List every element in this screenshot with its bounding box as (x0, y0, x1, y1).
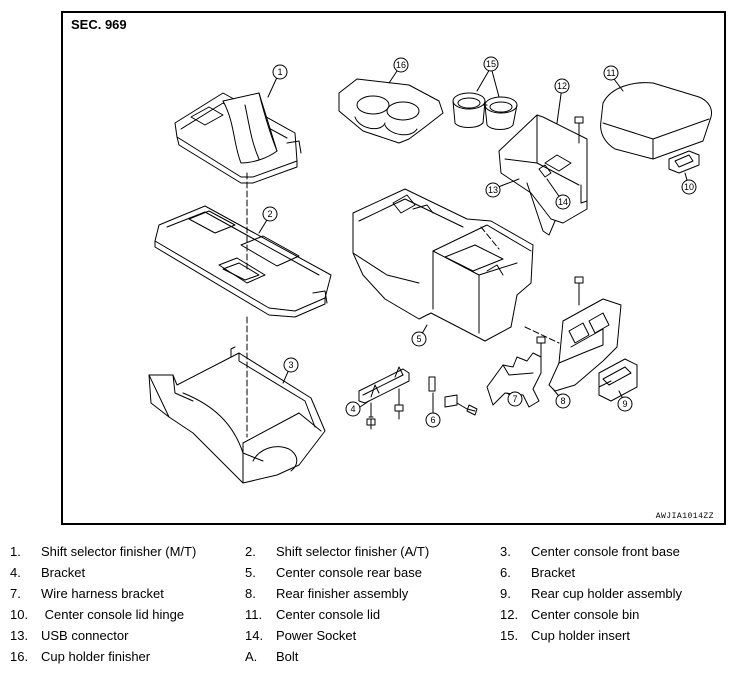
callout-15: 15 (486, 59, 496, 69)
legend-text: Rear finisher assembly (276, 586, 409, 601)
section-label: SEC. 969 (71, 17, 127, 32)
part-9-rear-cup-holder (598, 358, 638, 402)
legend-text: Cup holder finisher (41, 649, 151, 664)
legend-num: 7. (10, 586, 21, 601)
legend-num: 13. (10, 628, 29, 643)
callout-4: 4 (350, 404, 355, 414)
legend-num: A. (245, 649, 258, 664)
callout-8: 8 (560, 396, 565, 406)
legend-num: 1. (10, 544, 21, 559)
part-12-console-bin (498, 114, 588, 236)
callout-6: 6 (430, 415, 435, 425)
legend-num: 11. (245, 607, 263, 622)
callout-circle-8 (555, 393, 571, 409)
callout-circle-16 (393, 57, 409, 73)
legend-text: Rear cup holder assembly (531, 586, 683, 601)
legend-text: Center console lid hinge (41, 607, 185, 622)
legend-num: 4. (10, 565, 21, 580)
legend-text: Shift selector finisher (M/T) (41, 544, 197, 559)
legend-num: 9. (500, 586, 511, 601)
legend-text: Bolt (276, 649, 299, 664)
diagram-frame: SEC. 969 (61, 11, 726, 525)
legend-text: Center console rear base (276, 565, 422, 580)
alignment-lines (246, 172, 560, 438)
legend-text: Bracket (531, 565, 576, 580)
callout-numbers: 1 2 3 4 5 6 7 8 9 10 11 12 13 14 15 16 (267, 59, 694, 425)
part-10-lid-hinge (668, 150, 700, 174)
legend-num: 15. (500, 628, 519, 643)
callout-circle-14 (555, 194, 571, 210)
legend-text: Center console front base (531, 544, 680, 559)
part-1-shift-finisher-mt (174, 92, 302, 184)
callout-1: 1 (277, 67, 282, 77)
callout-circle-9 (617, 396, 633, 412)
callout-circle-3 (283, 357, 299, 373)
callout-circle-6 (425, 412, 441, 428)
callout-11: 11 (606, 68, 615, 78)
figure-code: AWJIA1014ZZ (655, 512, 714, 521)
callout-circle-12 (554, 78, 570, 94)
legend-num: 6. (500, 565, 511, 580)
callout-circle-10 (681, 179, 697, 195)
legend-num: 12. (500, 607, 519, 622)
callout-16: 16 (396, 60, 406, 70)
part-3-console-front-base (148, 346, 326, 484)
callout-7: 7 (512, 394, 517, 404)
exploded-view-drawing: 1 2 3 4 5 6 7 8 9 10 11 12 13 14 15 16 (148, 56, 712, 484)
legend-num: 14. (245, 628, 264, 643)
part-6-bracket (428, 376, 478, 416)
callout-5: 5 (416, 334, 421, 344)
callout-14: 14 (558, 197, 568, 207)
legend-num: 2. (245, 544, 256, 559)
legend-text: Power Socket (276, 628, 357, 643)
part-2-shift-finisher-at (154, 205, 332, 318)
part-8-rear-finisher (536, 276, 622, 392)
legend-text: Bracket (41, 565, 86, 580)
callout-10: 10 (684, 182, 694, 192)
callout-circle-2 (262, 206, 278, 222)
legend-text: USB connector (41, 628, 129, 643)
callout-3: 3 (288, 360, 293, 370)
legend-text: Shift selector finisher (A/T) (276, 544, 430, 559)
callout-circle-13 (485, 182, 501, 198)
callout-circle-15 (483, 56, 499, 72)
legend-num: 3. (500, 544, 511, 559)
legend-text: Wire harness bracket (41, 586, 164, 601)
callout-circle-5 (411, 331, 427, 347)
part-15-cup-holder-insert (452, 92, 518, 130)
legend-num: 10. (10, 607, 29, 622)
callout-markers (262, 56, 697, 428)
callout-2: 2 (267, 209, 272, 219)
callout-12: 12 (557, 81, 567, 91)
callout-circle-7 (507, 391, 523, 407)
legend-num: 5. (245, 565, 256, 580)
part-16-cup-holder-finisher (338, 78, 444, 144)
part-11-console-lid (600, 82, 712, 160)
legend-num: 16. (10, 649, 29, 664)
legend-num: 8. (245, 586, 256, 601)
callout-circle-4 (345, 401, 361, 417)
callout-circle-11 (603, 65, 619, 81)
legend-text: Center console lid (276, 607, 381, 622)
part-5-console-rear-base (352, 188, 534, 342)
legend-text: Cup holder insert (531, 628, 630, 643)
callout-9: 9 (622, 399, 627, 409)
callout-circle-1 (272, 64, 288, 80)
part-4-bracket (358, 366, 410, 430)
legend-text: Center console bin (531, 607, 640, 622)
callout-13: 13 (488, 185, 498, 195)
